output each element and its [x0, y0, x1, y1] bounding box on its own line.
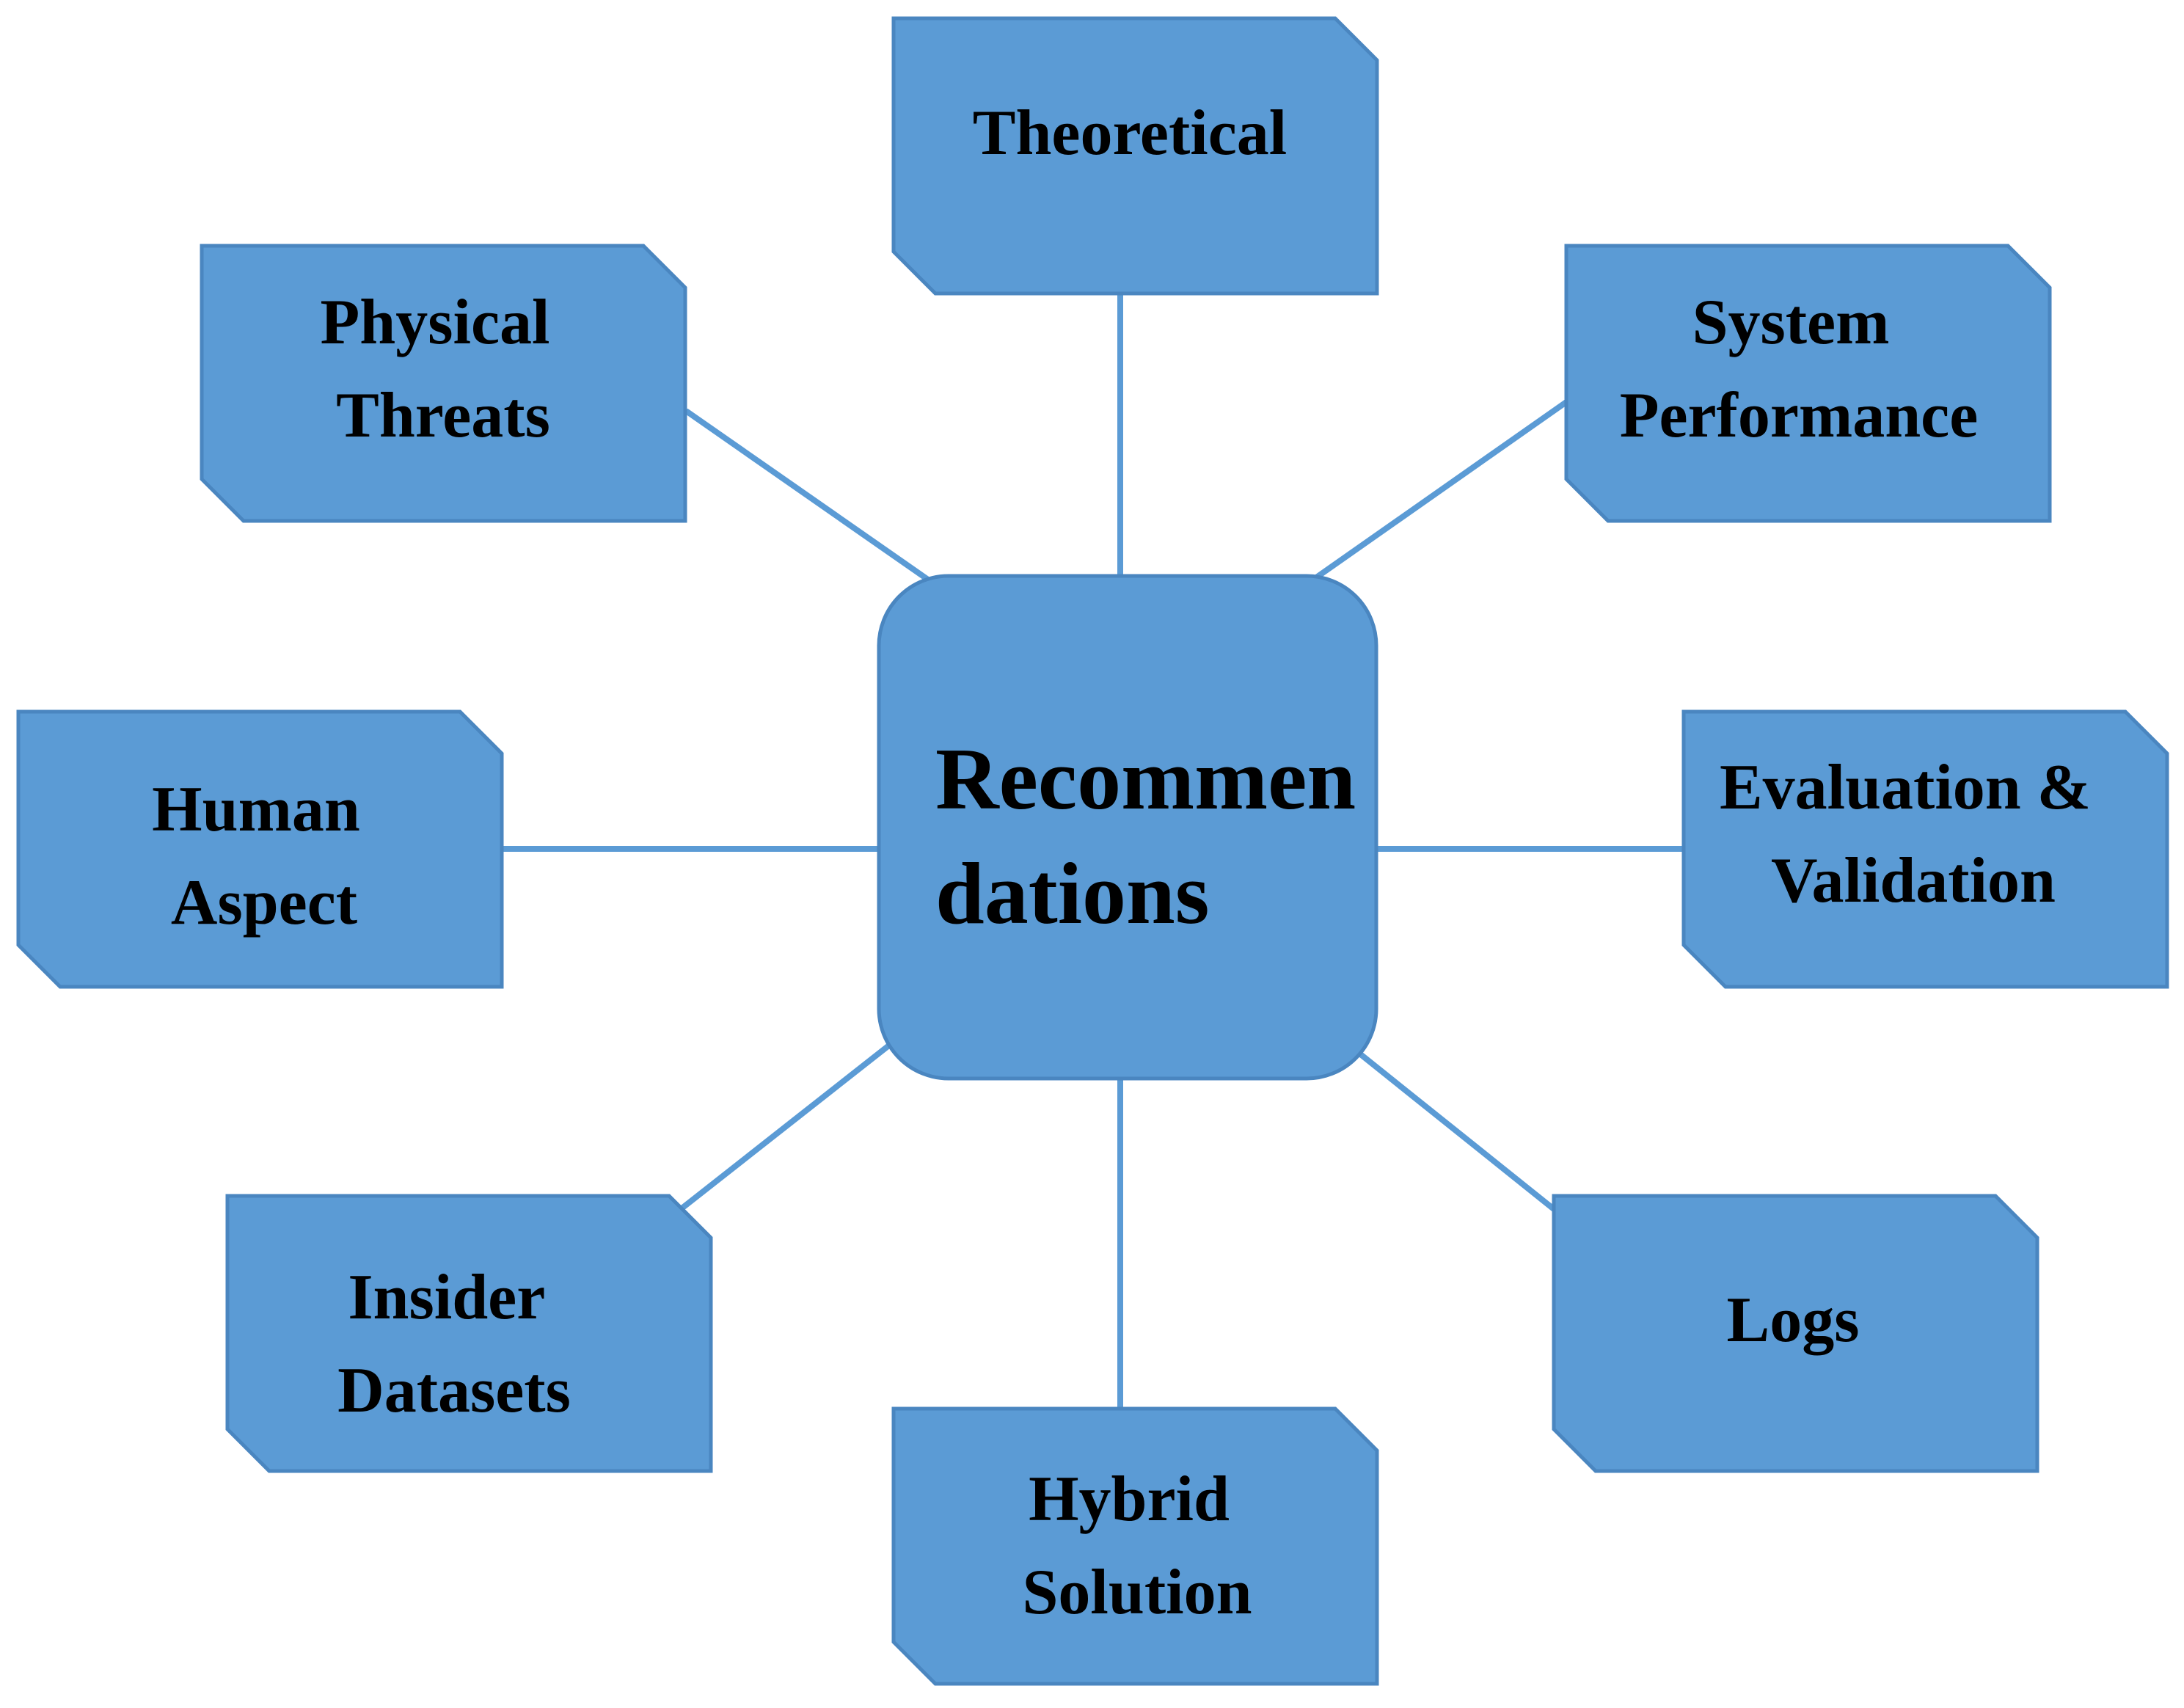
node-system-performance-box — [1564, 244, 2052, 523]
node-insider-datasets-label: Insider Datasets — [337, 1262, 571, 1426]
node-evaluation-validation-box — [1681, 709, 2169, 989]
node-system-performance-line-2: Performance — [1620, 380, 1979, 451]
node-theoretical-line-1: Theoretical — [973, 98, 1287, 169]
node-logs-label: Logs — [1727, 1285, 1860, 1356]
node-hybrid-solution-label: Hybrid Solution — [1022, 1464, 1252, 1628]
node-theoretical-box — [891, 16, 1379, 296]
node-physical-threats-line-1: Physical — [321, 287, 550, 358]
connector-system-performance — [1311, 399, 1568, 583]
hub-label: Recommen dations — [935, 730, 1378, 942]
node-physical-threats-label: Physical Threats — [321, 287, 566, 451]
node-logs: Logs — [1552, 1194, 2039, 1473]
hub-recommendations: Recommen dations — [877, 574, 1378, 1081]
node-evaluation-validation-line-2: Validation — [1771, 845, 2056, 916]
node-hybrid-solution: Hybrid Solution — [891, 1406, 1379, 1686]
node-insider-datasets-line-1: Insider — [348, 1262, 544, 1333]
node-evaluation-validation: Evaluation & Validation — [1681, 709, 2169, 989]
node-logs-line-1: Logs — [1727, 1285, 1860, 1356]
node-system-performance: System Performance — [1564, 244, 2052, 523]
node-insider-datasets-line-2: Datasets — [337, 1355, 571, 1426]
node-human-aspect-box — [16, 709, 504, 989]
node-human-aspect-line-2: Aspect — [171, 867, 357, 938]
node-evaluation-validation-label: Evaluation & Validation — [1720, 752, 2107, 916]
node-system-performance-line-1: System — [1692, 287, 1890, 358]
node-human-aspect-line-1: Human — [152, 774, 360, 845]
node-system-performance-label: System Performance — [1620, 287, 1979, 451]
node-hybrid-solution-box — [891, 1406, 1379, 1686]
hub-box — [877, 574, 1378, 1081]
node-hybrid-solution-line-2: Solution — [1022, 1557, 1252, 1628]
node-insider-datasets: Insider Datasets — [225, 1194, 713, 1473]
node-insider-datasets-box — [225, 1194, 713, 1473]
node-logs-box — [1552, 1194, 2039, 1473]
connectors — [500, 293, 1686, 1412]
node-hybrid-solution-line-1: Hybrid — [1029, 1464, 1230, 1535]
node-physical-threats-line-2: Threats — [336, 380, 550, 451]
node-physical-threats: Physical Threats — [200, 244, 687, 523]
hub-line-1: Recommen — [935, 730, 1356, 828]
node-human-aspect-label: Human Aspect — [152, 774, 376, 938]
node-theoretical-label: Theoretical — [973, 98, 1287, 169]
node-human-aspect: Human Aspect — [16, 709, 504, 989]
connector-logs — [1356, 1050, 1556, 1212]
connector-physical-threats — [684, 408, 930, 583]
connector-insider-datasets — [679, 1039, 896, 1212]
node-theoretical: Theoretical — [891, 16, 1379, 296]
node-evaluation-validation-line-1: Evaluation & — [1720, 752, 2091, 823]
node-physical-threats-box — [200, 244, 687, 523]
hub-line-2: dations — [935, 844, 1209, 942]
